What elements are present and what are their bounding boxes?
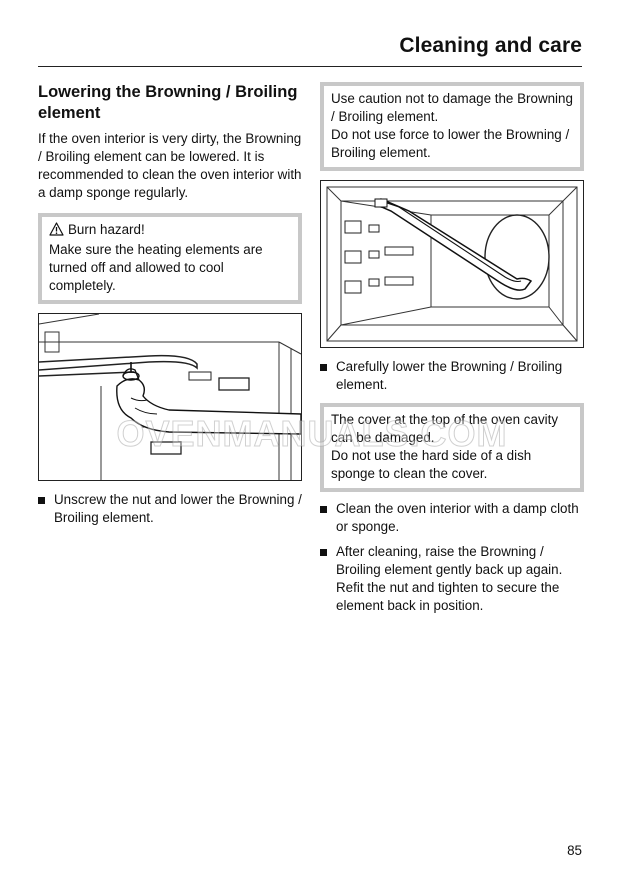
step-raise-element: After cleaning, raise the Browning / Bro… [320,543,584,615]
step-text: Unscrew the nut and lower the Browning /… [54,492,302,525]
right-column: Use caution not to damage the Browning /… [320,82,584,615]
note-line-1: The cover at the top of the oven cavity … [331,412,559,445]
caution-line-1: Use caution not to damage the Browning /… [331,91,573,124]
page-header-title: Cleaning and care [399,34,582,57]
note-line-2: Do not use the hard side of a dish spong… [331,448,532,481]
caution-notice: Use caution not to damage the Browning /… [320,82,584,171]
section-heading: Lowering the Browning / Broiling element [38,83,298,122]
step-lower-element: Carefully lower the Browning / Broiling … [320,358,584,394]
lower-element-illustration [326,186,578,342]
warning-text: Make sure the heating elements are turne… [49,242,263,293]
caution-line-2: Do not use force to lower the Browning /… [331,127,570,160]
page-number: 85 [567,843,582,858]
header-divider [38,66,582,67]
cover-damage-notice: The cover at the top of the oven cavity … [320,403,584,492]
intro-paragraph: If the oven interior is very dirty, the … [38,131,302,200]
bullet-square [320,364,327,371]
figure-unscrew-nut [38,313,302,481]
bullet-square [320,549,327,556]
step-text: Carefully lower the Browning / Broiling … [336,359,563,392]
bullet-square [320,506,327,513]
step-text: Clean the oven interior with a damp clot… [336,501,579,534]
bullet-square [38,497,45,504]
warning-title: Burn hazard! [68,222,145,237]
left-column: Lowering the Browning / Broiling element… [38,82,302,527]
burn-hazard-warning: Burn hazard! Make sure the heating eleme… [38,213,302,304]
step-clean-interior: Clean the oven interior with a damp clot… [320,500,584,536]
figure-lower-element [320,180,584,348]
unscrew-nut-illustration [39,314,301,480]
step-unscrew-nut: Unscrew the nut and lower the Browning /… [38,491,302,527]
warning-triangle-icon [49,222,64,241]
step-text: After cleaning, raise the Browning / Bro… [336,544,563,613]
